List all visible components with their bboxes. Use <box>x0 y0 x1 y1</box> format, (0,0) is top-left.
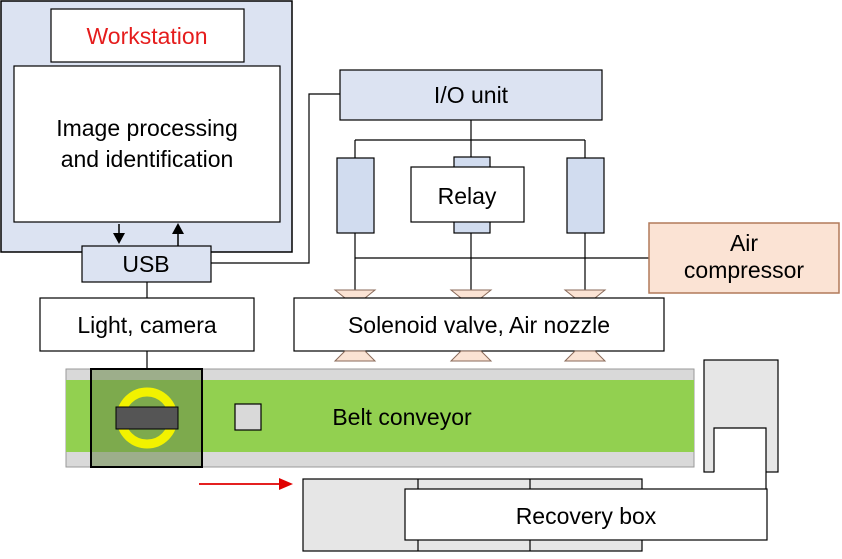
usb-label: USB <box>122 251 169 277</box>
io-unit-label: I/O unit <box>434 82 509 108</box>
solenoid-label: Solenoid valve, Air nozzle <box>348 312 610 338</box>
io-unit-box <box>339 69 603 121</box>
up-arrow-icon <box>172 223 184 234</box>
nozzle-tip-right <box>563 350 607 362</box>
recovery-label: Recovery box <box>516 503 657 529</box>
inspection-window <box>90 368 203 468</box>
direction-arrow-icon <box>279 478 293 490</box>
image-processing-box <box>13 65 281 223</box>
conveyor-item <box>234 403 262 431</box>
workstation-title-box <box>50 8 245 63</box>
down-arrow-icon <box>113 233 125 244</box>
relay-coil-center-bottom <box>453 220 491 234</box>
nozzle-cap-center-top <box>449 289 493 299</box>
relay-label: Relay <box>438 183 497 209</box>
nozzle-tip-left <box>333 350 377 362</box>
conveyor-label: Belt conveyor <box>332 404 472 430</box>
air-compressor-line2: compressor <box>684 257 804 283</box>
workstation-title: Workstation <box>86 23 207 49</box>
air-compressor-line1: Air <box>730 230 758 256</box>
target-object <box>115 406 179 430</box>
camera-box <box>39 297 255 352</box>
recovery-box <box>404 488 768 541</box>
relay-coil-right <box>566 157 605 234</box>
nozzle-cap-left-top <box>333 289 377 299</box>
nozzle-tip-center <box>449 350 493 362</box>
image-processing-line1: Image processing <box>56 115 238 141</box>
camera-label: Light, camera <box>77 312 217 338</box>
relay-box <box>410 166 525 223</box>
usb-box <box>81 245 212 283</box>
solenoid-box <box>293 297 665 352</box>
usb-io-wire <box>211 93 340 264</box>
image-processing-line2: and identification <box>61 146 234 172</box>
air-compressor-box <box>648 222 840 294</box>
relay-coil-left <box>336 157 375 234</box>
nozzle-cap-right-top <box>563 289 607 299</box>
